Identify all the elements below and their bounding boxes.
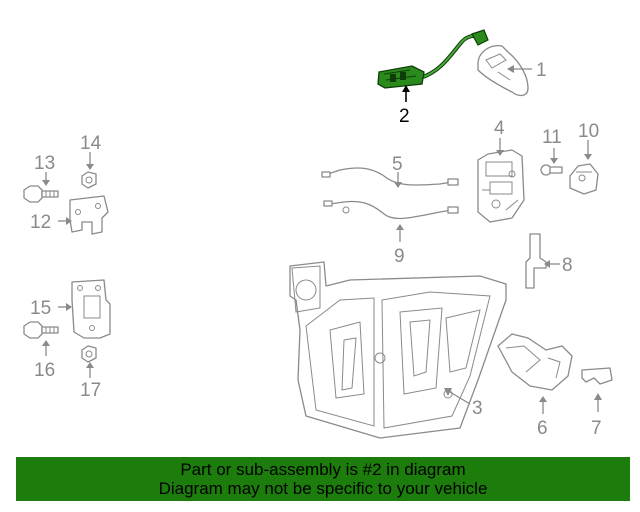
callout-6: 6 — [537, 396, 548, 439]
callout-4: 4 — [494, 118, 505, 156]
part-1-handle — [477, 45, 529, 97]
callout-label: 10 — [578, 121, 599, 142]
part-14-nut — [81, 171, 97, 189]
callout-1: 1 — [507, 60, 547, 81]
callout-13: 13 — [34, 153, 55, 186]
callout-9: 9 — [394, 224, 405, 267]
callout-label: 6 — [537, 418, 548, 439]
callout-7: 7 — [591, 393, 602, 439]
callout-label: 13 — [34, 153, 55, 174]
banner-line-2: Diagram may not be specific to your vehi… — [158, 479, 488, 498]
callout-14: 14 — [80, 133, 102, 170]
callout-3: 3 — [444, 388, 483, 419]
part-7-clip — [581, 367, 613, 385]
callout-15: 15 — [30, 298, 72, 319]
callout-10: 10 — [578, 121, 599, 160]
callout-label: 2 — [399, 106, 410, 127]
part-11-bolt — [540, 164, 563, 176]
callout-label: 3 — [472, 398, 483, 419]
callout-label: 11 — [542, 127, 562, 148]
callout-12: 12 — [30, 212, 72, 233]
part-4-latch — [477, 149, 525, 223]
part-6-cover — [497, 333, 573, 391]
callout-2: 2 — [399, 85, 410, 127]
callout-label: 8 — [562, 255, 573, 276]
part-9-cable — [323, 200, 459, 220]
door-lock-parts-diagram: 2 1 4 11 1 — [23, 29, 613, 439]
callout-5: 5 — [392, 154, 403, 188]
callout-label: 17 — [80, 380, 101, 401]
callout-label: 15 — [30, 298, 51, 319]
callout-label: 4 — [494, 118, 505, 139]
part-13-bolt — [23, 185, 59, 203]
callout-label: 16 — [34, 360, 55, 381]
callout-label: 9 — [394, 246, 405, 267]
callout-8: 8 — [544, 255, 573, 276]
info-banner: Part or sub-assembly is #2 in diagram Di… — [16, 457, 630, 501]
part-15-hinge — [71, 279, 111, 339]
part-3-door-panel — [289, 261, 507, 439]
banner-line-1: Part or sub-assembly is #2 in diagram — [180, 460, 466, 479]
callout-11: 11 — [542, 127, 562, 164]
part-2-highlighted[interactable] — [377, 29, 489, 89]
callout-label: 7 — [591, 418, 602, 439]
part-17-nut — [81, 345, 97, 363]
part-16-bolt — [23, 321, 59, 339]
callout-label: 14 — [80, 133, 102, 154]
part-8-bracket — [525, 233, 547, 289]
callout-label: 1 — [536, 60, 547, 81]
part-10-striker — [569, 163, 599, 195]
callout-17: 17 — [80, 362, 101, 401]
callout-16: 16 — [34, 340, 55, 381]
callout-label: 5 — [392, 154, 403, 175]
part-12-hinge — [69, 195, 109, 235]
part-5-cable — [321, 167, 459, 186]
callout-label: 12 — [30, 212, 51, 233]
